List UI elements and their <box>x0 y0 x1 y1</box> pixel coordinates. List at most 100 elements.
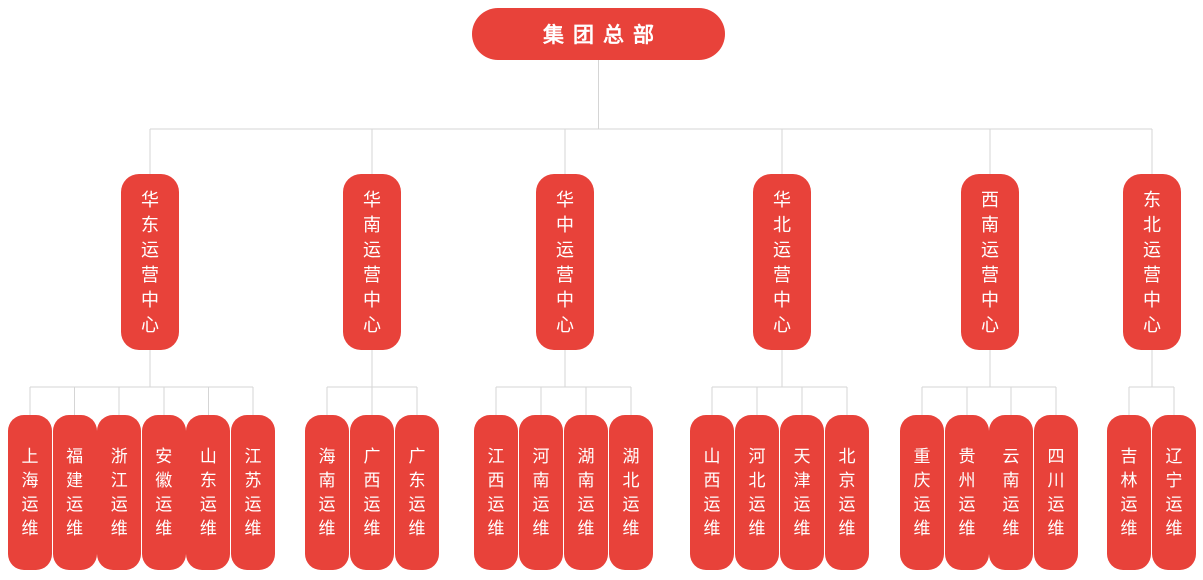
leaf-node-2-2[interactable]: 湖南运维 <box>564 415 608 570</box>
node-label-char: 庆 <box>913 471 931 490</box>
node-label-char: 福 <box>66 447 84 466</box>
leaf-node-0-3[interactable]: 安徽运维 <box>141 415 186 570</box>
leaf-node-4-3[interactable]: 四川运维 <box>1034 415 1078 570</box>
node-label-char: 营 <box>556 264 574 285</box>
center-node-2[interactable]: 华中运营中心 <box>536 174 594 350</box>
node-label-char: 中 <box>1143 289 1161 310</box>
node-label-char: 江 <box>110 471 128 490</box>
node-label-char: 北 <box>838 447 856 466</box>
leaf-node-3-0[interactable]: 山西运维 <box>690 415 734 570</box>
node-label-char: 川 <box>1047 471 1065 490</box>
node-label-char: 维 <box>110 519 128 538</box>
leaf-node-5-1[interactable]: 辽宁运维 <box>1152 415 1196 570</box>
leaf-node-0-5[interactable]: 江苏运维 <box>231 415 275 570</box>
node-label-char: 京 <box>838 471 856 490</box>
node-label-char: 江 <box>487 447 505 466</box>
node-label-char: 海 <box>318 447 336 466</box>
leaf-node-3-1[interactable]: 河北运维 <box>735 415 779 570</box>
center-node-1[interactable]: 华南运营中心 <box>343 174 401 350</box>
node-label-char: 东 <box>141 214 159 235</box>
node-label-char: 营 <box>363 264 381 285</box>
node-label-char: 运 <box>363 495 381 514</box>
node-label-char: 运 <box>793 495 811 514</box>
leaf-node-4-2[interactable]: 云南运维 <box>989 415 1033 570</box>
leaf-node-1-0[interactable]: 海南运维 <box>305 415 349 570</box>
node-label-char: 维 <box>1047 519 1065 538</box>
node-label-char: 州 <box>958 471 976 490</box>
node-label-char: 维 <box>1165 519 1183 538</box>
node-label-char: 维 <box>577 519 595 538</box>
leaf-node-3-3[interactable]: 北京运维 <box>825 415 869 570</box>
node-label-char: 运 <box>244 495 262 514</box>
node-label-char: 四 <box>1047 447 1065 466</box>
node-label-char: 湖 <box>577 447 595 466</box>
node-label-char: 心 <box>363 314 381 335</box>
node-label-char: 南 <box>532 471 550 490</box>
node-label-char: 运 <box>1143 239 1161 260</box>
node-label-char: 津 <box>793 471 811 490</box>
leaf-node-0-1[interactable]: 福建运维 <box>52 415 97 570</box>
node-label-char: 运 <box>1165 495 1183 514</box>
node-label-char: 西 <box>981 189 999 210</box>
leaf-node-1-1[interactable]: 广西运维 <box>350 415 394 570</box>
node-label-char: 广 <box>363 447 381 466</box>
node-label-char: 吉 <box>1120 447 1138 466</box>
node-label-char: 中 <box>556 289 574 310</box>
node-label-char: 中 <box>773 289 791 310</box>
node-label-char: 运 <box>622 495 640 514</box>
node-label-char: 中 <box>363 289 381 310</box>
leaf-node-1-2[interactable]: 广东运维 <box>395 415 439 570</box>
node-label-char: 维 <box>318 519 336 538</box>
node-label-char: 广 <box>408 447 426 466</box>
node-label-char: 运 <box>21 495 39 514</box>
node-label-char: 运 <box>1002 495 1020 514</box>
node-label-char: 运 <box>1120 495 1138 514</box>
node-label-char: 心 <box>141 314 159 335</box>
root-node-label: 集团总部 <box>543 24 663 47</box>
leaf-node-4-1[interactable]: 贵州运维 <box>945 415 989 570</box>
node-label-char: 辽 <box>1165 447 1183 466</box>
node-label-char: 天 <box>793 447 811 466</box>
center-node-4[interactable]: 西南运营中心 <box>961 174 1019 350</box>
node-label-char: 中 <box>981 289 999 310</box>
node-label-char: 重 <box>913 447 931 466</box>
leaf-node-3-2[interactable]: 天津运维 <box>780 415 824 570</box>
node-label-char: 华 <box>556 189 574 210</box>
node-label-char: 维 <box>1002 519 1020 538</box>
node-label-char: 东 <box>408 471 426 490</box>
node-label-char: 维 <box>913 519 931 538</box>
node-label-char: 运 <box>1047 495 1065 514</box>
node-label-char: 心 <box>981 314 999 335</box>
node-label-char: 维 <box>66 519 84 538</box>
leaf-node-4-0[interactable]: 重庆运维 <box>900 415 944 570</box>
node-label-char: 运 <box>532 495 550 514</box>
node-label-char: 中 <box>556 214 574 235</box>
node-label-char: 维 <box>155 519 173 538</box>
node-label-char: 营 <box>141 264 159 285</box>
node-label-char: 运 <box>110 495 128 514</box>
node-label-char: 维 <box>408 519 426 538</box>
node-label-char: 运 <box>913 495 931 514</box>
node-label-char: 西 <box>703 471 721 490</box>
leaf-node-2-1[interactable]: 河南运维 <box>519 415 563 570</box>
leaf-node-0-0[interactable]: 上海运维 <box>8 415 52 570</box>
leaf-node-5-0[interactable]: 吉林运维 <box>1107 415 1151 570</box>
leaf-node-2-0[interactable]: 江西运维 <box>474 415 518 570</box>
node-label-char: 维 <box>748 519 766 538</box>
center-node-0[interactable]: 华东运营中心 <box>121 174 179 350</box>
node-label-char: 运 <box>577 495 595 514</box>
node-label-char: 南 <box>577 471 595 490</box>
leaf-node-2-3[interactable]: 湖北运维 <box>609 415 653 570</box>
root-node[interactable]: 集团总部 <box>472 8 725 60</box>
node-label-char: 北 <box>748 471 766 490</box>
node-label-char: 运 <box>958 495 976 514</box>
leaf-node-0-2[interactable]: 浙江运维 <box>97 415 142 570</box>
node-label-char: 营 <box>981 264 999 285</box>
node-label-char: 维 <box>363 519 381 538</box>
node-label-char: 安 <box>155 447 173 466</box>
leaf-node-0-4[interactable]: 山东运维 <box>186 415 231 570</box>
center-node-5[interactable]: 东北运营中心 <box>1123 174 1181 350</box>
center-node-3[interactable]: 华北运营中心 <box>753 174 811 350</box>
